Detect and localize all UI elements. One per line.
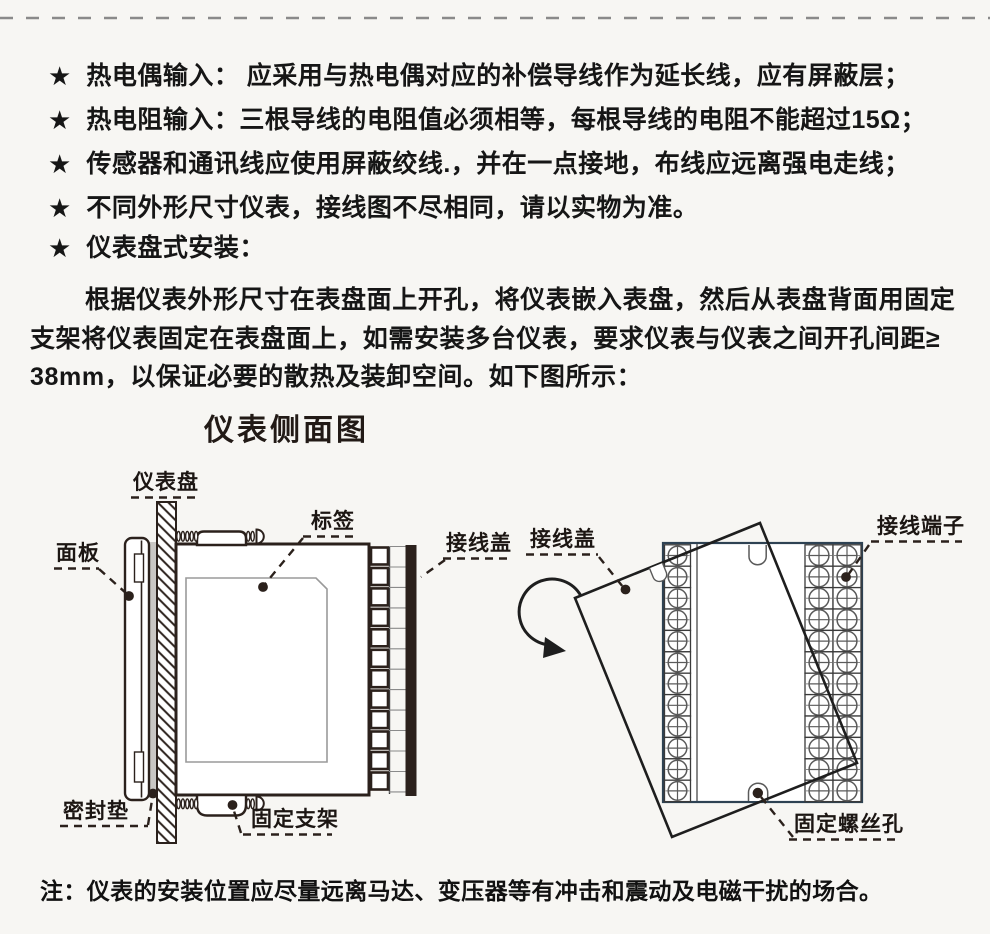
bullet-item-2: ★ 热电阻输入：三根导线的电阻值必须相等，每根导线的电阻不能超过15Ω； [48,107,926,134]
label-screw-hole: 固定螺丝孔 [794,813,904,836]
side-view-diagram [54,496,512,844]
label-terminal-cover-back: 接线盖 [530,528,596,551]
bullet-item-5: ★ 仪表盘式安装： [48,235,265,262]
panel-wall-hatched [156,501,177,844]
label-terminal-cover-side: 接线盖 [446,532,512,555]
bullet-text-2: 热电阻输入：三根导线的电阻值必须相等，每根导线的电阻不能超过15Ω； [86,106,927,134]
bullet-item-3: ★ 传感器和通讯线应使用屏蔽绞线.，并在一点接地，布线应远离强电走线； [48,151,910,178]
bottom-bracket [195,793,248,817]
leader-dots-left [124,582,268,810]
side-terminal-blocks [369,546,390,791]
paragraph-line: 根据仪表外形尺寸在表盘面上开孔，将仪表嵌入表盘，然后从表盘背面用固定 [85,286,956,314]
paragraph-line: 支架将仪表固定在表盘面上，如需安装多台仪表，要求仪表与仪表之间开孔间距≥ [30,324,941,353]
bottom-screw-head [255,795,265,812]
paragraph-line: 38mm，以保证必要的散热及装卸空间。如下图所示： [30,363,643,392]
terminal-cover-bar [405,545,417,796]
front-panel-bezel [123,536,151,802]
gasket-strip [149,542,157,798]
tilted-cover-outline [573,521,859,839]
cover-notch [648,562,668,583]
bullet-text-5: 仪表盘式安装： [86,234,265,262]
label-sticker: 标签 [311,510,355,533]
bullet-item-4: ★ 不同外形尺寸仪表，接线图不尽相同，请以实物为准。 [48,195,698,222]
star-icon: ★ [48,233,72,263]
top-notch [748,545,767,566]
label-front-panel: 面板 [56,542,100,565]
label-underlines-right [526,540,962,841]
figure-title: 仪表侧面图 [204,413,369,448]
bullet-text-1: 热电偶输入： 应采用与热电偶对应的补偿导线作为延长线，应有屏蔽层； [86,62,910,90]
label-underlines-left [54,496,512,836]
back-view-diagram [517,521,962,841]
star-icon: ★ [48,149,72,179]
rotate-arrow-arc [517,577,583,647]
label-panel-board: 仪表盘 [133,471,199,494]
label-leaders-right [598,544,870,838]
label-terminals: 接线端子 [877,515,965,538]
star-icon: ★ [48,61,72,91]
terminal-cells [663,544,862,803]
bullet-text-4: 不同外形尺寸仪表，接线图不尽相同，请以实物为准。 [86,194,699,222]
label-bracket: 固定支架 [251,808,339,831]
rotate-arrow-head [543,637,566,658]
leader-dots-right [620,572,851,799]
terminal-ladder [388,545,406,794]
bottom-note: 注：仪表的安装位置应尽量远离马达、变压器等有冲击和震动及电磁干扰的场合。 [40,878,883,904]
top-screw-head [255,528,265,545]
bullet-text-3: 传感器和通讯线应使用屏蔽绞线.，并在一点接地，布线应远离强电走线； [86,150,910,178]
label-gasket: 密封垫 [63,800,129,823]
bullet-item-1: ★ 热电偶输入： 应采用与热电偶对应的补偿导线作为延长线，应有屏蔽层； [48,63,910,90]
star-icon: ★ [48,105,72,135]
installation-paragraph: 根据仪表外形尺寸在表盘面上开孔，将仪表嵌入表盘，然后从表盘背面用固定 支架将仪表… [30,281,970,397]
top-bracket [195,530,248,547]
star-icon: ★ [48,193,72,223]
screw-threads [176,530,256,810]
label-sticker-area [185,577,328,763]
label-leaders-left [98,537,446,834]
